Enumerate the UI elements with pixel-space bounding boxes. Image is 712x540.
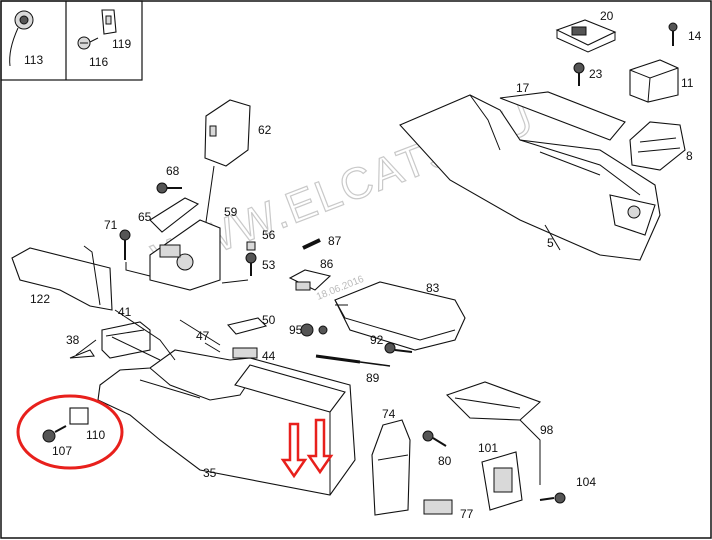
label-50: 50 xyxy=(262,313,276,327)
label-77: 77 xyxy=(460,507,474,521)
part-38-wedge xyxy=(69,349,95,359)
part-62-panel xyxy=(204,99,251,167)
label-107: 107 xyxy=(52,444,72,458)
label-47: 47 xyxy=(196,329,210,343)
part-68-screw xyxy=(156,182,182,194)
part-119-clip xyxy=(101,9,117,35)
label-92: 92 xyxy=(370,333,384,347)
label-20: 20 xyxy=(600,9,614,23)
part-41-box xyxy=(101,321,151,359)
part-5-rear-console xyxy=(399,94,661,261)
label-65: 65 xyxy=(138,210,152,224)
label-110: 110 xyxy=(86,428,105,442)
label-5: 5 xyxy=(547,236,554,250)
label-53: 53 xyxy=(262,258,276,272)
part-116-screw xyxy=(77,36,99,50)
part-110-clip xyxy=(69,407,89,425)
label-14: 14 xyxy=(688,29,702,43)
part-8-cupholder xyxy=(629,121,686,171)
highlight-arrow xyxy=(280,418,334,479)
part-101-holder xyxy=(481,451,523,511)
part-71-screw xyxy=(119,229,131,260)
label-98: 98 xyxy=(540,423,554,437)
label-17: 17 xyxy=(516,81,530,95)
part-77-pad xyxy=(423,499,453,515)
part-17-lid xyxy=(499,91,626,141)
label-11: 11 xyxy=(681,76,694,90)
part-92-bolt xyxy=(384,342,413,354)
part-86-latch xyxy=(288,269,332,291)
label-113: 113 xyxy=(24,53,43,67)
part-53-screw xyxy=(245,252,257,276)
part-104-screw xyxy=(539,492,566,504)
part-56-clip xyxy=(246,241,256,251)
highlight-circle xyxy=(16,394,124,470)
label-62: 62 xyxy=(258,123,272,137)
part-20-bracket xyxy=(555,19,617,53)
label-104: 104 xyxy=(576,475,596,489)
label-56: 56 xyxy=(262,228,276,242)
part-80-screw xyxy=(422,430,447,447)
label-116: 116 xyxy=(89,55,108,69)
label-74: 74 xyxy=(382,407,396,421)
label-71: 71 xyxy=(104,218,118,232)
leader-lines xyxy=(179,224,561,353)
part-65-lever xyxy=(149,197,200,233)
part-87-pin xyxy=(302,238,321,250)
label-8: 8 xyxy=(686,149,693,163)
label-80: 80 xyxy=(438,454,452,468)
label-95: 95 xyxy=(289,323,303,337)
label-101: 101 xyxy=(478,441,498,455)
part-23-screw xyxy=(573,62,585,86)
part-44-cover xyxy=(232,347,258,359)
label-122: 122 xyxy=(30,292,50,306)
part-113-grommet xyxy=(9,10,34,67)
part-95-ball xyxy=(300,323,314,337)
label-35: 35 xyxy=(203,466,217,480)
part-107-screw xyxy=(42,425,67,443)
part-11-block xyxy=(629,59,679,103)
label-23: 23 xyxy=(589,67,603,81)
inset-box: 113 116 119 xyxy=(0,0,143,81)
part-14-screw xyxy=(668,22,678,46)
label-87: 87 xyxy=(328,234,342,248)
label-41: 41 xyxy=(118,305,132,319)
label-44: 44 xyxy=(262,349,276,363)
label-86: 86 xyxy=(320,257,334,271)
part-59-mechanism xyxy=(149,219,221,291)
label-59: 59 xyxy=(224,205,238,219)
label-119: 119 xyxy=(112,37,131,51)
label-68: 68 xyxy=(166,164,180,178)
part-98-tray xyxy=(445,381,542,421)
label-83: 83 xyxy=(426,281,440,295)
part-122-trim xyxy=(11,245,113,311)
part-83-armrest xyxy=(334,281,466,351)
part-50-switch xyxy=(226,317,268,335)
label-38: 38 xyxy=(66,333,80,347)
part-89-strut xyxy=(315,354,391,367)
label-89: 89 xyxy=(366,371,380,385)
part-74-bracket xyxy=(371,419,411,516)
